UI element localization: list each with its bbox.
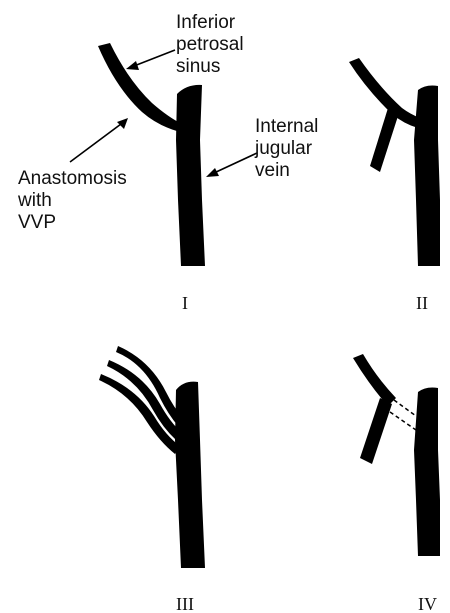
panel-iv: IV — [353, 354, 440, 613]
panel-ii-branch — [370, 108, 398, 172]
panel-iii: III — [99, 346, 205, 613]
leader-inferior-petrosal-sinus — [134, 50, 175, 66]
panel-iv-inferior-petrosal-sinus — [353, 354, 396, 406]
label-inferior-petrosal-sinus-line-2: petrosal — [176, 34, 244, 55]
label-anastomosis-with-vvp-line-3: VVP — [18, 212, 56, 233]
label-anastomosis-with-vvp-line-2: with — [17, 190, 52, 211]
label-internal-jugular-vein-line-2: jugular — [254, 138, 313, 159]
panel-label-ii: II — [416, 293, 428, 313]
label-anastomosis-with-vvp-line-1: Anastomosis — [18, 168, 127, 189]
label-anastomosis-with-vvp: Anastomosis with VVP — [17, 168, 132, 233]
arrowhead-internal-jugular-vein — [206, 168, 219, 177]
label-inferior-petrosal-sinus-line-1: Inferior — [176, 12, 236, 33]
panel-i-internal-jugular-vein — [176, 85, 205, 266]
arrowhead-anastomosis-with-vvp — [117, 118, 128, 129]
panel-i: Inferior petrosal sinus Internal jugular… — [17, 12, 324, 313]
panel-iv-dashed-anastomosis-lower — [390, 412, 416, 430]
panel-label-iii: III — [176, 594, 194, 613]
panel-iii-internal-jugular-vein — [175, 382, 205, 568]
panel-ii-inferior-petrosal-sinus — [349, 58, 420, 128]
panel-iv-dashed-anastomosis-upper — [394, 400, 416, 416]
leader-internal-jugular-vein — [214, 153, 257, 173]
panel-iv-branch — [360, 398, 392, 464]
panel-label-i: I — [182, 293, 188, 313]
panel-ii-internal-jugular-vein — [414, 86, 440, 267]
label-internal-jugular-vein: Internal jugular vein — [254, 116, 324, 181]
panel-iv-internal-jugular-vein — [414, 388, 440, 557]
label-inferior-petrosal-sinus: Inferior petrosal sinus — [176, 12, 249, 77]
arrowhead-inferior-petrosal-sinus — [126, 61, 139, 70]
panel-i-inferior-petrosal-sinus — [98, 43, 182, 132]
panel-label-iv: IV — [418, 594, 437, 613]
label-internal-jugular-vein-line-3: vein — [255, 160, 290, 181]
leader-anastomosis-with-vvp — [70, 124, 121, 162]
label-inferior-petrosal-sinus-line-3: sinus — [176, 56, 220, 77]
panel-ii: II — [349, 58, 440, 313]
label-internal-jugular-vein-line-1: Internal — [255, 116, 318, 137]
